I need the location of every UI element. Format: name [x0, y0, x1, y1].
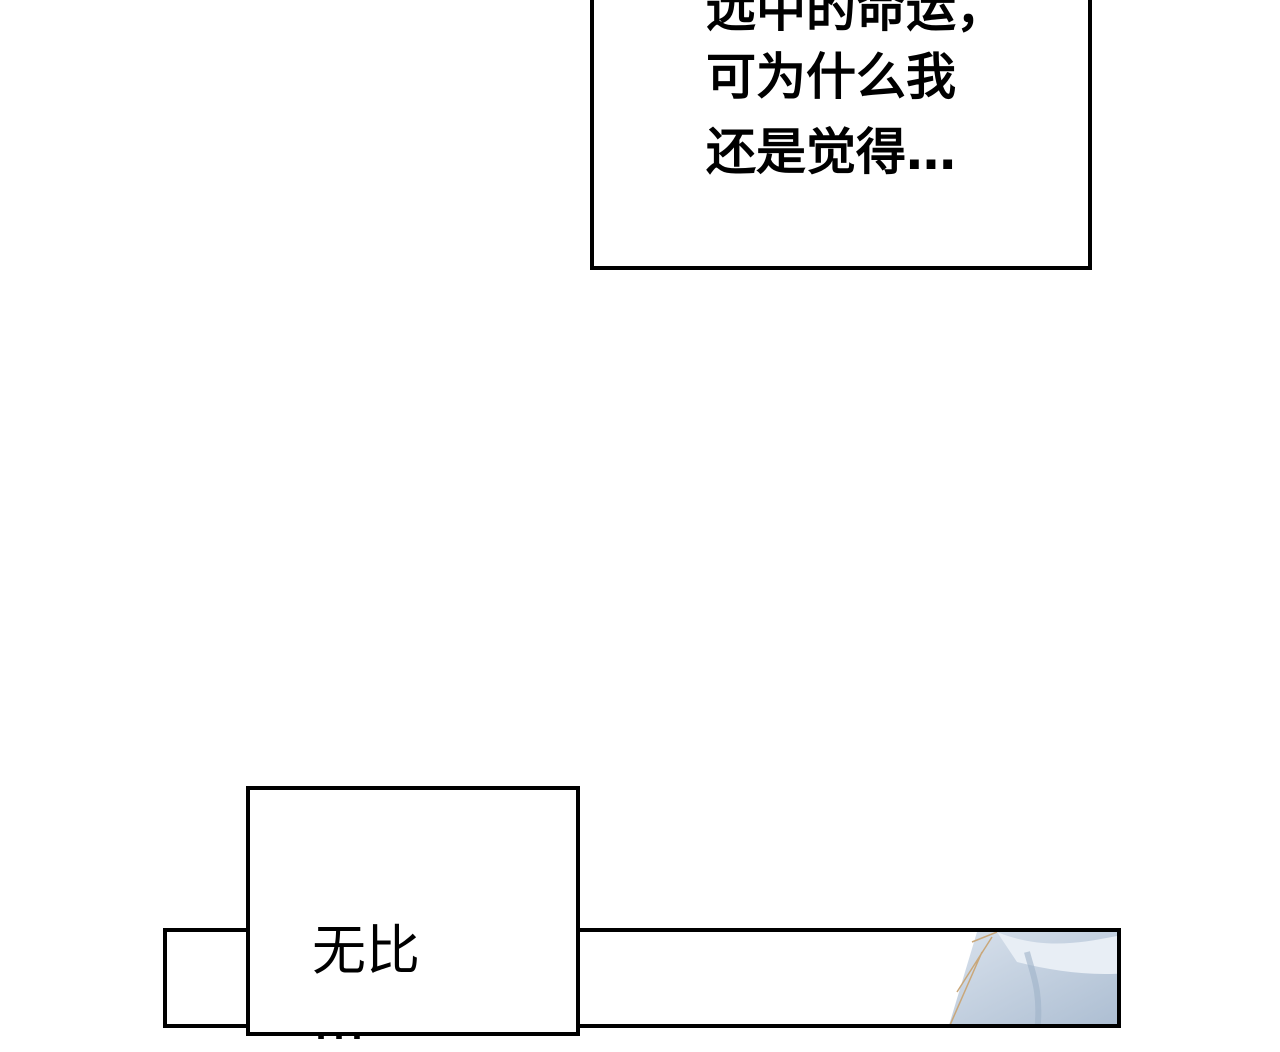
narration-box-top: 远中的命运， 可为什么我 还是觉得… [590, 0, 1092, 270]
narration-line: 可为什么我 [706, 48, 956, 106]
narration-line: … [312, 989, 366, 1052]
narration-box-bottom: 无比 … [246, 786, 580, 1048]
panel-artwork [937, 932, 1117, 1024]
narration-line: 无比 [312, 919, 420, 982]
narration-line: 还是觉得… [706, 123, 956, 181]
narration-line: 远中的命运， [706, 0, 1006, 38]
artwork-illustration [937, 932, 1117, 1024]
